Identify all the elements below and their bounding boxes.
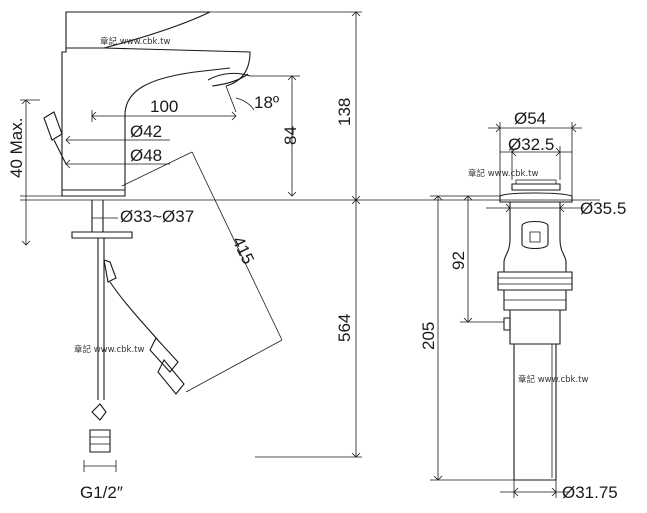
watermark-left: 章記 www.cbk.tw [74,344,145,355]
dim-54-label: Ø54 [514,109,546,128]
watermark-drain-bottom: 章記 www.cbk.tw [518,374,589,385]
drain-dimension-lines [430,122,584,498]
drain-body [497,179,573,481]
dim-415-label: 415 [228,233,258,267]
watermarks: 章記 www.cbk.tw 章記 www.cbk.tw 章記 www.cbk.t… [74,36,589,385]
faucet-dimension-lines [20,11,600,472]
watermark-top: 章記 www.cbk.tw [100,36,171,47]
dim-48-label: Ø48 [130,146,162,165]
watermark-drain-top: 章記 www.cbk.tw [468,168,539,179]
dim-84-label: 84 [281,126,300,145]
dim-138-label: 138 [335,98,354,126]
drain-labels: Ø54 Ø32.5 Ø35.5 92 205 Ø31.75 [419,109,626,502]
dim-18-degree-label: 18º [254,93,279,112]
dim-564-label: 564 [335,314,354,342]
dim-32-5-label: Ø32.5 [508,135,554,154]
dim-31-75-label: Ø31.75 [562,483,618,502]
dim-92-label: 92 [449,251,468,270]
dim-hole-label: Ø33~Ø37 [120,207,194,226]
dim-40max-label: 40 Max. [7,118,26,178]
dim-100-label: 100 [150,97,178,116]
dim-205-label: 205 [419,322,438,350]
dim-42-label: Ø42 [130,122,162,141]
dim-thread-label: G1/2″ [80,483,123,502]
faucet-labels: 100 18º Ø42 Ø48 84 138 40 Max. Ø33~Ø37 4… [7,93,354,502]
dim-35-5-label: Ø35.5 [580,199,626,218]
faucet-body [43,11,251,453]
